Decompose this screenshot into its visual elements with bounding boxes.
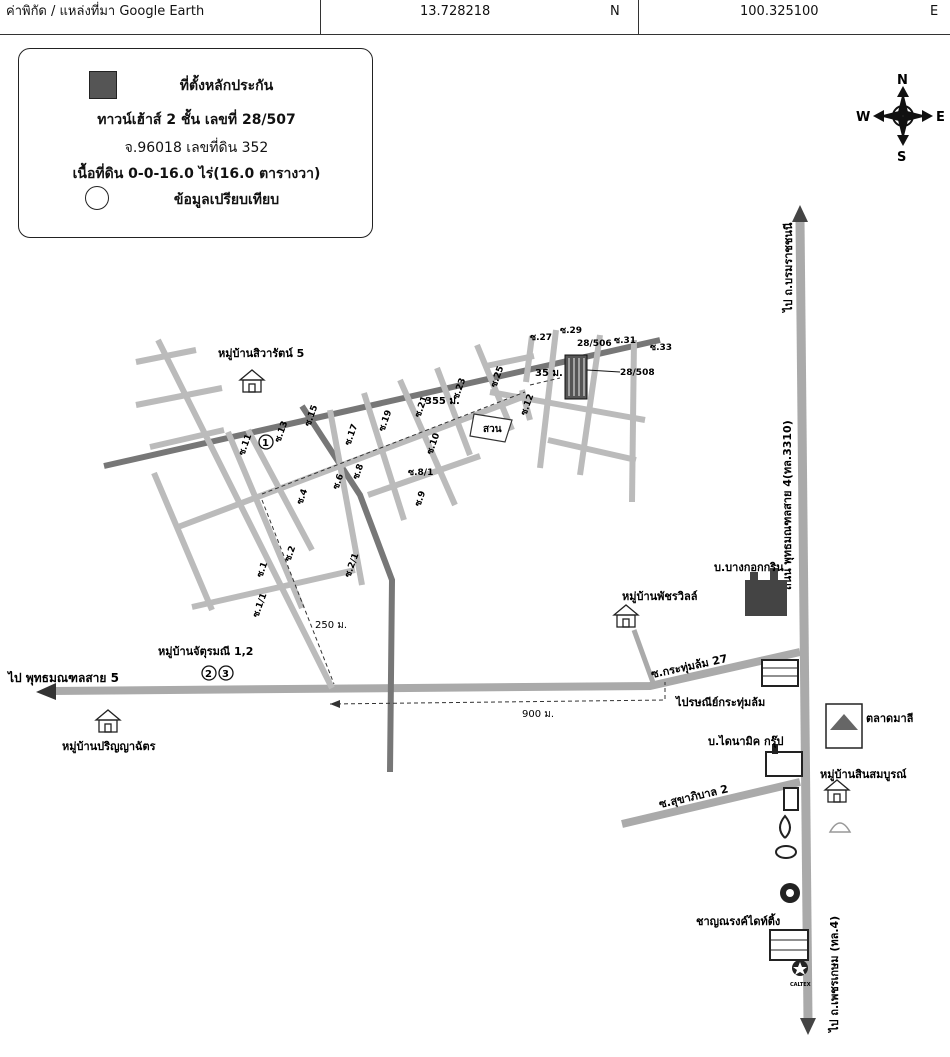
phutthamonthon-sai4-label: ถนน พุทธมณฑลสาย 4(ทล.3310) [781,420,795,590]
park-label: สวน [483,424,502,435]
comparison-circle-icon [85,186,109,210]
phutthamonthon-sai4-road [795,219,813,1021]
spur-road [631,629,658,689]
header-divider [320,0,321,34]
arrow-tip-icon [330,700,340,708]
compass-n: N [897,73,908,88]
distance-355: 355 ม. [425,396,460,407]
soi-33: ซ.33 [650,343,672,353]
dynamic-building-icon [765,744,803,777]
bangchak-icon [775,845,797,859]
legend-comparison-label: ข้อมูลเปรียบเทียบ [173,192,280,208]
soi-2: ซ.2 [283,545,298,563]
to-phetkasem-label: ไป ถ.เพชรเกษม (ทล.4) [827,916,841,1034]
header-underline [0,34,950,35]
soi-23: ซ.23 [451,377,468,401]
soi-8: ซ.8 [351,463,366,481]
soi-29: ซ.29 [560,326,582,336]
house-28-506: 28/506 [577,339,612,349]
latitude-value: 13.728218 [420,4,491,19]
soi-network [135,329,646,690]
legend-line-2: ทาวน์เฮ้าส์ 2 ชั้น เลขที่ 28/507 [97,112,296,128]
distance-250: 250 ม. [315,620,347,631]
soi-1: ซ.1 [255,561,270,579]
market-icon [825,703,863,749]
soi-31: ซ.31 [614,336,636,346]
soi-9: ซ.9 [413,490,428,508]
marker-3-label: 3 [222,669,229,680]
longitude-dir: E [930,4,939,19]
place-labels: หมู่บ้านสิวารัตน์ 5 บ.บางกอกกริน หมู่บ้า… [62,347,914,928]
soi-13: ซ.13 [273,420,290,444]
phatchara-villa-label: หมู่บ้านพัชรวิลล์ [622,590,698,604]
arrow-up-icon [792,205,808,222]
soi-19: ซ.19 [377,409,394,433]
house-icon [94,369,851,803]
sinsomboon-label: หมู่บ้านสินสมบูรณ์ [820,768,907,782]
property-stripes [568,358,585,396]
compass-icon [873,86,933,146]
map-legend: ที่ตั้งหลักประกัน ทาวน์เฮ้าส์ 2 ชั้น เลข… [18,48,373,238]
market-label: ตลาดมาลี [866,712,914,725]
prinyachat-label: หมู่บ้านปริญญาฉัตร [62,740,156,754]
office-tower-icon [769,929,809,961]
to-borommaratchachonnani-label: ไป ถ.บรมราชชนนี [781,222,795,314]
subject-property-swatch [89,71,117,99]
soi-8-1: ซ.8/1 [408,468,433,478]
coord-source-label: ค่าพิกัด / แหล่งที่มา Google Earth [6,4,205,19]
factory-icon [745,568,787,616]
arrow-down-icon [800,1018,816,1035]
comparison-marker-3 [218,665,234,681]
distance-900: 900 ม. [522,709,554,720]
esso-icon [780,883,800,903]
soi-27: ซ.27 [530,333,552,343]
soi-labels: ซ.27 ซ.29 ซ.31 ซ.33 ซ.25 ซ.23 ซ.21 ซ.19 … [237,326,672,619]
legend-line-3: จ.96018 เลขที่ดิน 352 [124,140,269,156]
post-office-label: ไปรษณีย์กระทุ่มล้ม [674,695,765,710]
shell-icon [828,822,852,833]
compass-w: W [856,110,870,125]
comparison-marker-1 [258,434,274,450]
legend-subject-label: ที่ตั้งหลักประกัน [179,78,274,94]
marker-1-label: 1 [262,438,269,449]
house-28-508: 28/508 [620,368,655,378]
chayanrong-label: ชาญณรงค์ไดท์ติ้ง [696,913,780,928]
office-building-icon [761,659,799,687]
park-area [469,413,513,443]
header-divider [638,0,639,34]
latitude-dir: N [610,4,620,19]
coordinate-header: ค่าพิกัด / แหล่งที่มา Google Earth 13.72… [0,0,950,35]
comparison-marker-2 [201,665,217,681]
bangkok-grin-label: บ.บางกอกกริน [714,561,784,574]
soi-17: ซ.17 [343,423,360,447]
to-phutthamonthon-sai5-label: ไป พุทธมณฑลสาย 5 [6,670,119,686]
main-horizontal-road [51,648,801,695]
caltex-label: CALTEX [790,982,811,988]
compass-s: S [897,150,906,165]
longitude-value: 100.325100 [740,4,819,19]
caltex-icon [792,960,808,976]
legend-line-4: เนื้อที่ดิน 0-0-16.0 ไร่(16.0 ตารางวา) [72,166,321,182]
distance-35: 35 ม. [535,368,563,379]
dynamic-group-label: บ.ไดนามิค กรุ๊ป [708,734,784,749]
ptt-icon [779,814,791,839]
arrow-left-icon [36,683,56,700]
house-leader-line [586,369,621,373]
compass-e: E [936,110,945,125]
sukhaphiban2-road [621,778,801,828]
seven-eleven-icon [783,787,799,811]
soi-4: ซ.4 [295,488,310,506]
subject-property-block [564,354,588,400]
marker-2-label: 2 [205,669,212,680]
distance-lines [261,377,666,705]
siwarat5-label: หมู่บ้านสิวารัตน์ 5 [218,347,304,361]
chatmani-label: หมู่บ้านจัตุรมณี 1,2 [158,645,253,659]
